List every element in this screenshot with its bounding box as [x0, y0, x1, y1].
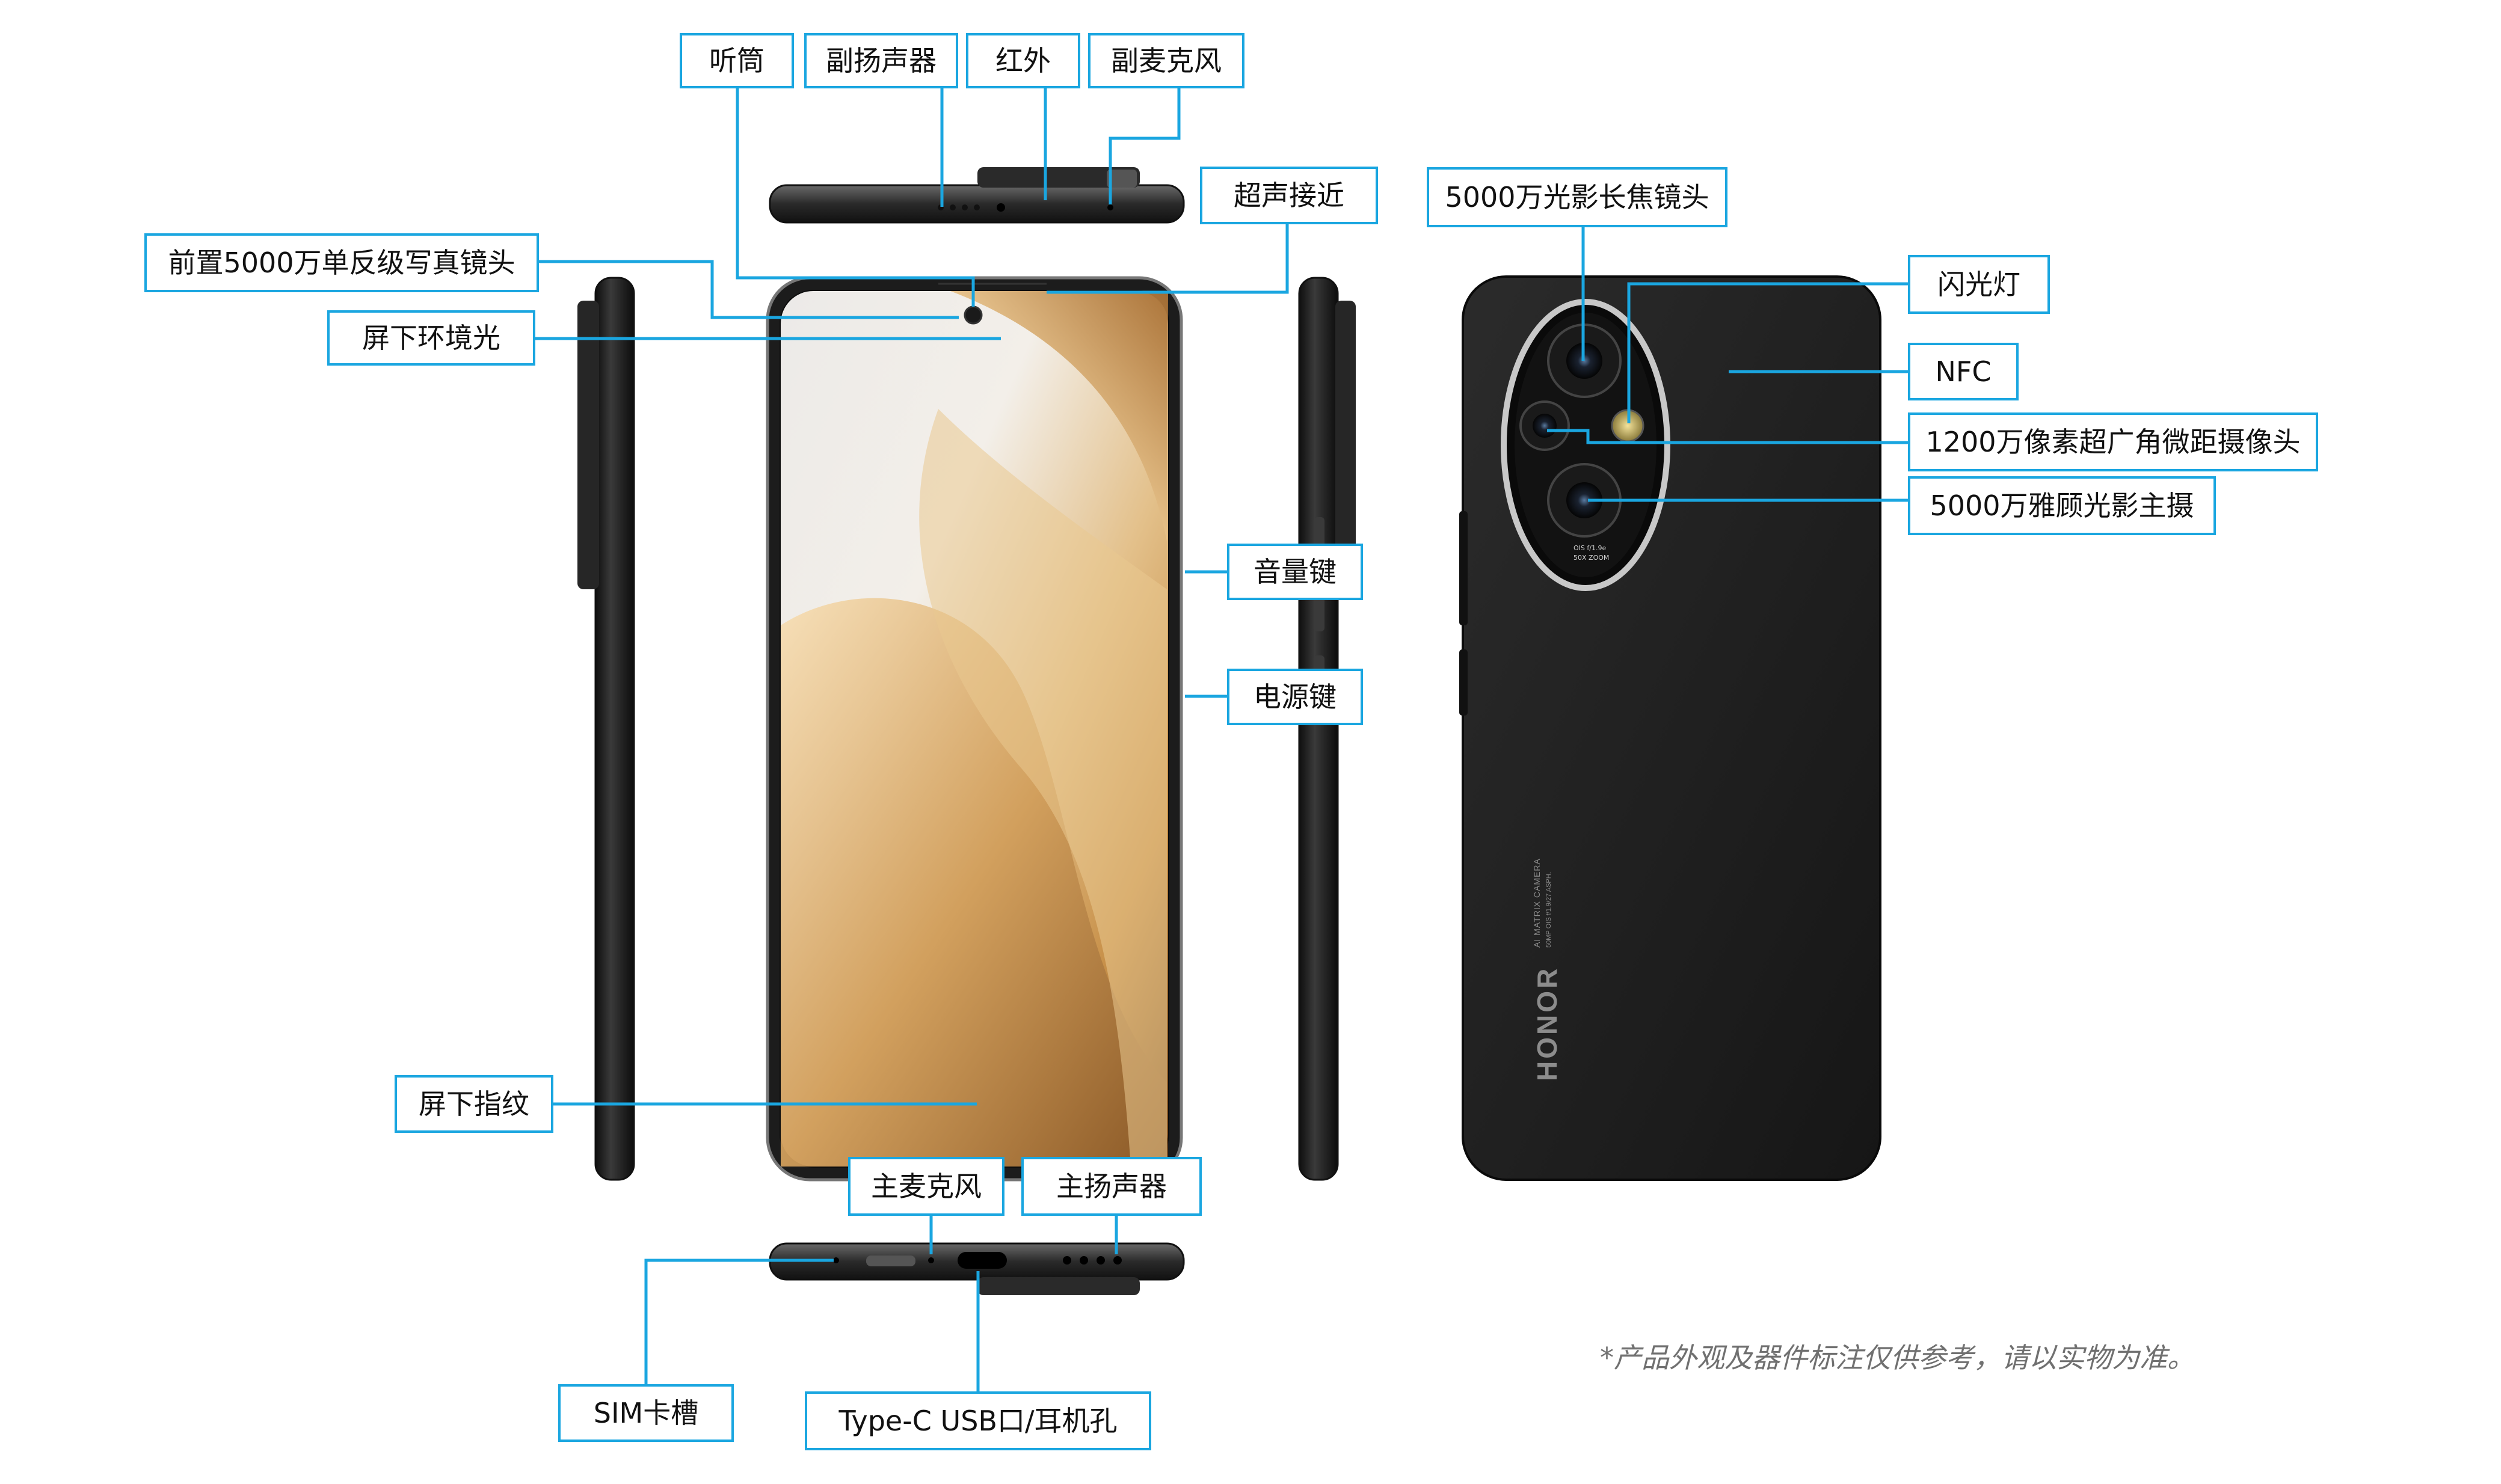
label-ultrawide: 1200万像素超广角微距摄像头 [1908, 412, 2318, 471]
disclaimer-text: *产品外观及器件标注仅供参考，请以实物为准。 [1600, 1341, 2195, 1374]
screen [781, 291, 1168, 1167]
camera-print-1: AI MATRIX CAMERA [1532, 858, 1542, 948]
label-volume-key: 音量键 [1227, 544, 1363, 600]
lens-print-1: OIS f/1.9e [1574, 544, 1606, 552]
camera-print-2: 50MP OIS f/1.9/27 ASPH. [1545, 872, 1552, 948]
label-fingerprint: 屏下指纹 [395, 1075, 553, 1133]
label-infrared: 红外 [966, 33, 1080, 88]
label-usb-port: Type-C USB口/耳机孔 [805, 1391, 1151, 1450]
label-telephoto: 5000万光影长焦镜头 [1427, 167, 1727, 227]
phone-top-edge [769, 167, 1185, 224]
label-sim-slot: SIM卡槽 [558, 1384, 734, 1442]
label-front-camera: 前置5000万单反级写真镜头 [144, 233, 539, 292]
phone-front [766, 276, 1183, 1182]
label-secondary-speaker: 副扬声器 [804, 33, 958, 88]
label-earpiece: 听筒 [680, 33, 794, 88]
label-flash: 闪光灯 [1908, 255, 2050, 314]
phone-left-side [577, 277, 635, 1181]
brand-logo: HONOR [1531, 966, 1563, 1081]
label-nfc: NFC [1908, 343, 2019, 400]
label-main-camera: 5000万雅顾光影主摄 [1908, 476, 2216, 535]
label-power-key: 电源键 [1227, 669, 1363, 725]
label-secondary-mic: 副麦克风 [1088, 33, 1244, 88]
leader-lines [535, 87, 1909, 1400]
label-main-speaker: 主扬声器 [1021, 1157, 1202, 1216]
phone-right-side [1298, 277, 1356, 1181]
lens-print-2: 50X ZOOM [1574, 554, 1609, 562]
label-ambient-light: 屏下环境光 [327, 310, 535, 366]
label-main-mic: 主麦克风 [848, 1157, 1004, 1216]
phone-back: OIS f/1.9e 50X ZOOM HONOR AI MATRIX CAME… [1459, 275, 1881, 1181]
label-ultrasonic-proximity: 超声接近 [1200, 167, 1378, 224]
camera-module: OIS f/1.9e 50X ZOOM [1501, 299, 1670, 591]
